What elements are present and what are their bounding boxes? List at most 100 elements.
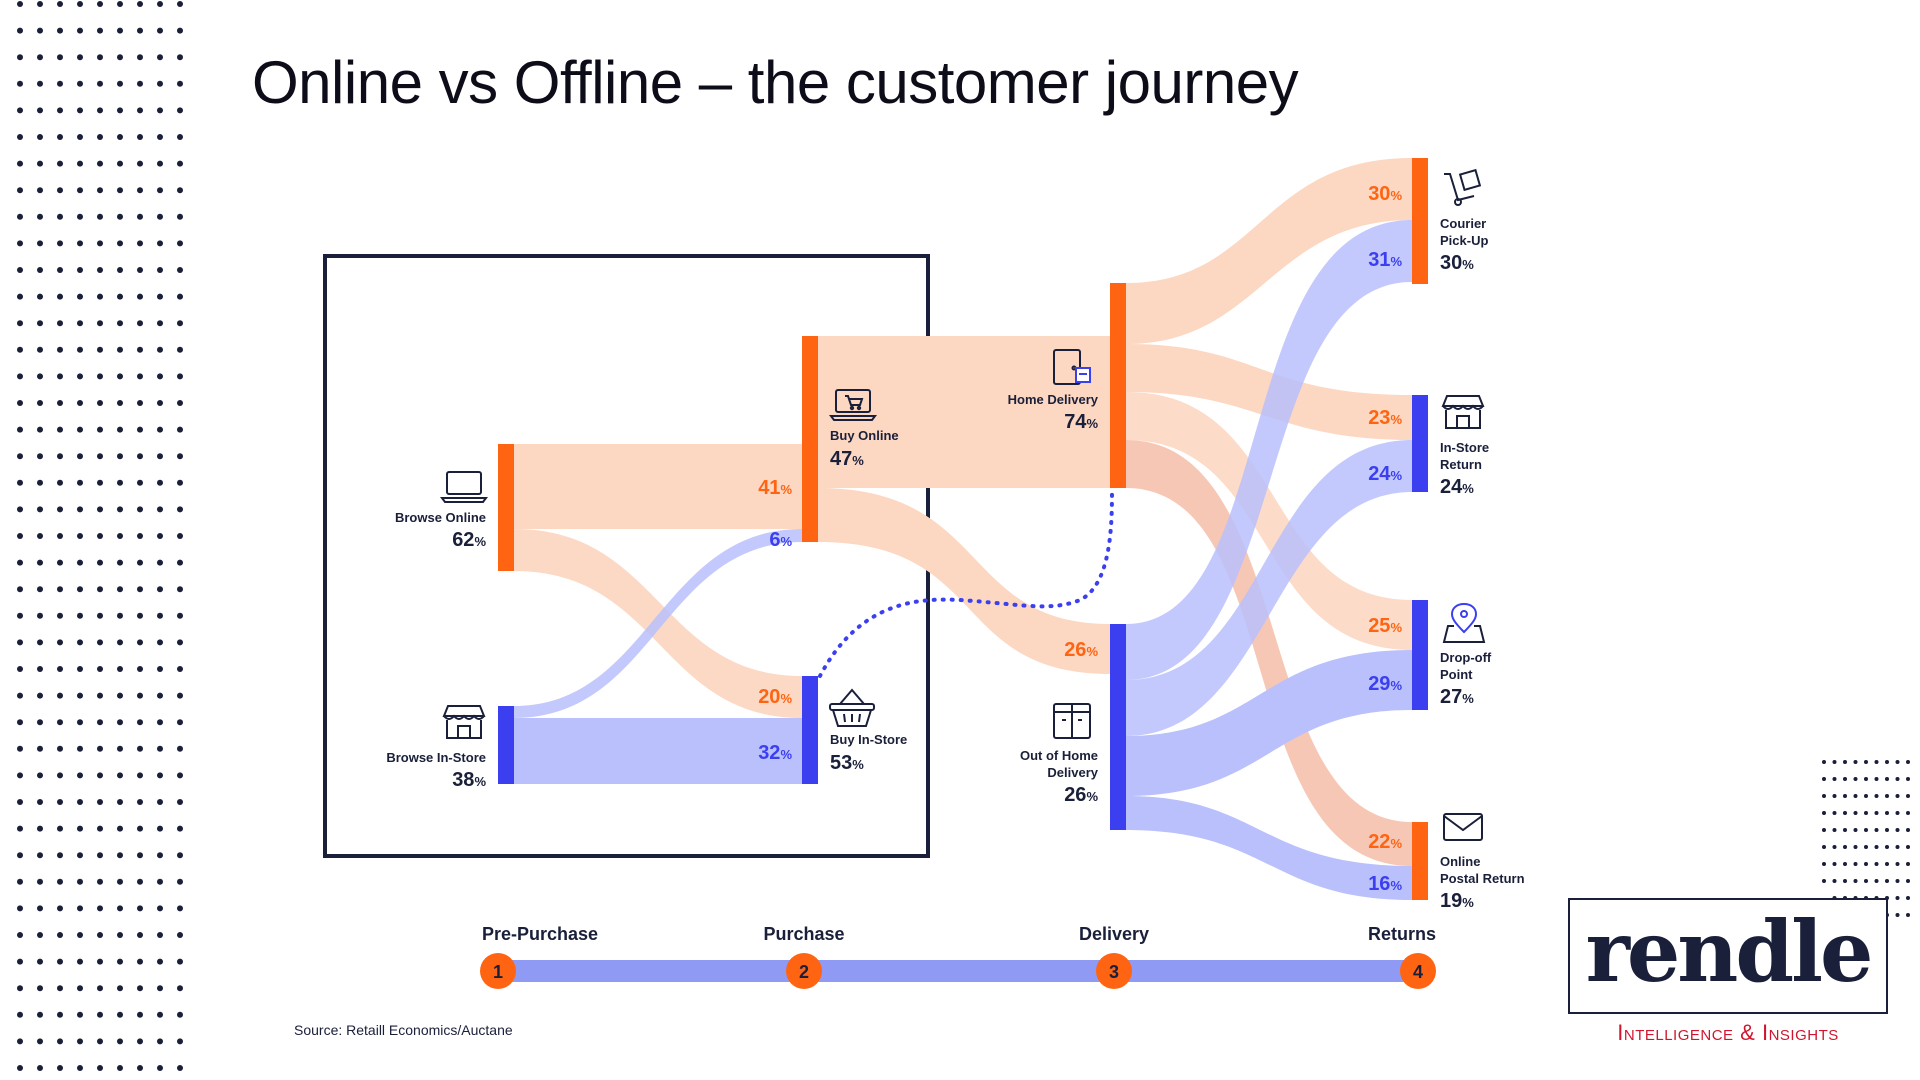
page-title: Online vs Offline – the customer journey [252, 49, 1299, 116]
decorative-dot [57, 559, 63, 566]
decorative-dot [97, 453, 103, 460]
decorative-dot [157, 320, 163, 327]
decorative-dot [57, 426, 63, 433]
decorative-dot [17, 745, 23, 752]
flow-ooh-to-postal [1126, 796, 1412, 900]
decorative-dot [157, 134, 163, 140]
decorative-dot [17, 320, 23, 327]
decorative-dot [37, 559, 43, 566]
decorative-dot [177, 719, 183, 726]
decorative-dot [37, 985, 43, 992]
decorative-dot [137, 293, 143, 300]
dotted-connector-instore-to-out-of-home [818, 490, 1114, 678]
decorative-dot [97, 160, 103, 167]
decorative-dot [157, 400, 163, 406]
browse-instore-value: 38% [452, 769, 486, 791]
decorative-dot [157, 533, 163, 539]
decorative-dot [137, 958, 143, 965]
decorative-dot [117, 54, 123, 61]
decorative-dot [77, 719, 83, 726]
decorative-dot [177, 54, 183, 61]
decorative-dot [77, 932, 83, 938]
decorative-dot [97, 958, 103, 965]
decorative-dot [177, 559, 183, 566]
decorative-dot [157, 80, 163, 87]
decorative-dot [157, 426, 163, 433]
decorative-dot [77, 346, 83, 353]
flow-browse-instore-to-buy-online [514, 529, 802, 718]
decorative-dot [77, 852, 83, 859]
decorative-dot [97, 825, 103, 832]
decorative-dot [137, 1065, 143, 1071]
stage-4-label: Returns [1368, 924, 1436, 944]
decorative-dot [177, 400, 183, 406]
decorative-dot [117, 373, 123, 380]
decorative-dot [17, 426, 23, 433]
decorative-dot [157, 825, 163, 832]
decorative-dot [37, 533, 43, 539]
decorative-dot [117, 1038, 123, 1045]
node-label-out-of-home: Out of Home Delivery 26% [1020, 748, 1099, 806]
flow-label-return-online: 23% [1368, 407, 1402, 429]
decorative-dot [97, 187, 103, 194]
dropoff-label-2: Point [1440, 667, 1473, 682]
logo-tagline: Intelligence & Insights [1617, 1020, 1839, 1045]
node-label-browse-online: Browse Online 62% [395, 510, 486, 551]
bar-courier [1412, 158, 1428, 284]
door-parcel-icon [1053, 349, 1091, 385]
decorative-dot [177, 453, 183, 460]
decorative-dot [157, 107, 163, 114]
decorative-dot [137, 745, 143, 752]
decorative-dot [157, 1065, 163, 1071]
decorative-dot [137, 107, 143, 114]
decorative-dot [117, 852, 123, 859]
decorative-dot [77, 400, 83, 406]
decorative-dot [157, 1, 163, 7]
decorative-dot [37, 346, 43, 353]
decorative-dot [117, 479, 123, 486]
bar-browse-online [498, 444, 514, 571]
decorative-dot [177, 666, 183, 672]
decorative-dot [177, 346, 183, 353]
decorative-dot [17, 267, 23, 273]
decorative-dot [137, 506, 143, 513]
flow-label-postal-instore: 16% [1368, 873, 1402, 895]
decorative-dot [177, 479, 183, 486]
stage-3-label: Delivery [1079, 924, 1149, 944]
decorative-dot [177, 213, 183, 220]
out-of-home-label-1: Out of Home [1020, 748, 1098, 763]
decorative-dot [157, 267, 163, 273]
decorative-dot [77, 479, 83, 486]
decorative-dot [137, 932, 143, 938]
node-label-buy-online: Buy Online 47% [830, 428, 899, 470]
decorative-dot [57, 1011, 63, 1018]
decorative-dot [117, 160, 123, 167]
decorative-dot [177, 772, 183, 779]
decorative-dot [17, 639, 23, 646]
browse-online-value: 62% [452, 529, 486, 551]
decorative-dot [157, 479, 163, 486]
decorative-dot [97, 479, 103, 486]
decorative-dot [17, 825, 23, 832]
decorative-dot [137, 426, 143, 433]
decorative-dot [77, 54, 83, 61]
decorative-dot [177, 134, 183, 140]
decorative-dot [157, 160, 163, 167]
buy-online-label: Buy Online [830, 428, 899, 443]
decorative-dot [177, 958, 183, 965]
decorative-dot [177, 533, 183, 539]
decorative-dot [157, 666, 163, 672]
decorative-dot [17, 346, 23, 353]
decorative-dot [17, 160, 23, 167]
decorative-dot [37, 107, 43, 114]
store-return-icon [1441, 395, 1485, 429]
flow-buy-online-to-out-of-home [818, 488, 1110, 674]
node-label-instore-return: In-Store Return 24% [1440, 440, 1489, 498]
decorative-dot [117, 1065, 123, 1071]
bar-browse-instore [498, 706, 514, 784]
decorative-dot [137, 240, 143, 247]
decorative-dot [57, 267, 63, 273]
bar-postal [1412, 822, 1428, 900]
decorative-dot [37, 692, 43, 699]
decorative-dot [117, 533, 123, 539]
